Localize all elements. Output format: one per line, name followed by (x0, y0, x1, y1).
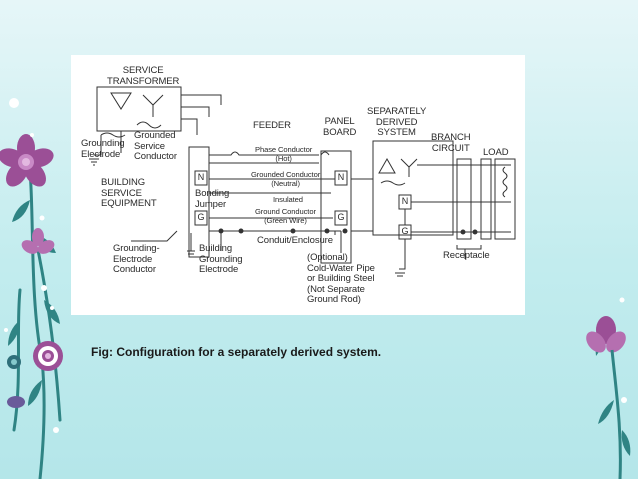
label-branch-circuit: BRANCH CIRCUIT (431, 132, 471, 154)
label-n-service: N (197, 172, 205, 182)
label-ground-conductor: Ground Conductor (Green Wire) (255, 207, 316, 225)
label-g-panel: G (337, 212, 345, 222)
label-n-derived: N (401, 196, 409, 206)
label-grounded-service-conductor: Grounded Service Conductor (134, 130, 177, 162)
label-insulated: Insulated (273, 195, 303, 204)
label-grounding-electrode: Grounding Electrode (81, 138, 125, 160)
label-n-panel: N (337, 172, 345, 182)
label-receptacle: Receptacle (443, 250, 490, 261)
label-optional-ground-note: (Optional) Cold-Water Pipe or Building S… (307, 252, 375, 305)
figure-caption: Fig: Configuration for a separately deri… (91, 345, 382, 359)
label-load: LOAD (483, 147, 509, 158)
label-separately-derived-system: SEPARATELY DERIVED SYSTEM (367, 106, 427, 138)
label-g-derived: G (401, 226, 409, 236)
label-feeder: FEEDER (253, 120, 291, 131)
label-building-service-equipment: BUILDING SERVICE EQUIPMENT (101, 177, 157, 209)
label-service-transformer: SERVICE TRANSFORMER (107, 65, 180, 87)
label-g-service: G (197, 212, 205, 222)
label-conduit-enclosure: Conduit/Enclosure (257, 235, 333, 246)
label-panel-board: PANEL BOARD (323, 116, 357, 138)
label-phase-conductor: Phase Conductor (Hot) (255, 145, 313, 163)
wiring-diagram-figure: SERVICE TRANSFORMER Grounding Electrode … (71, 55, 525, 315)
label-grounding-electrode-conductor: Grounding- Electrode Conductor (113, 243, 160, 275)
label-bonding-jumper: Bonding Jumper (195, 188, 230, 210)
label-grounded-conductor: Grounded Conductor (Neutral) (251, 170, 321, 188)
wiring-diagram-lines (89, 86, 516, 277)
label-building-grounding-electrode: Building Grounding Electrode (199, 243, 243, 275)
